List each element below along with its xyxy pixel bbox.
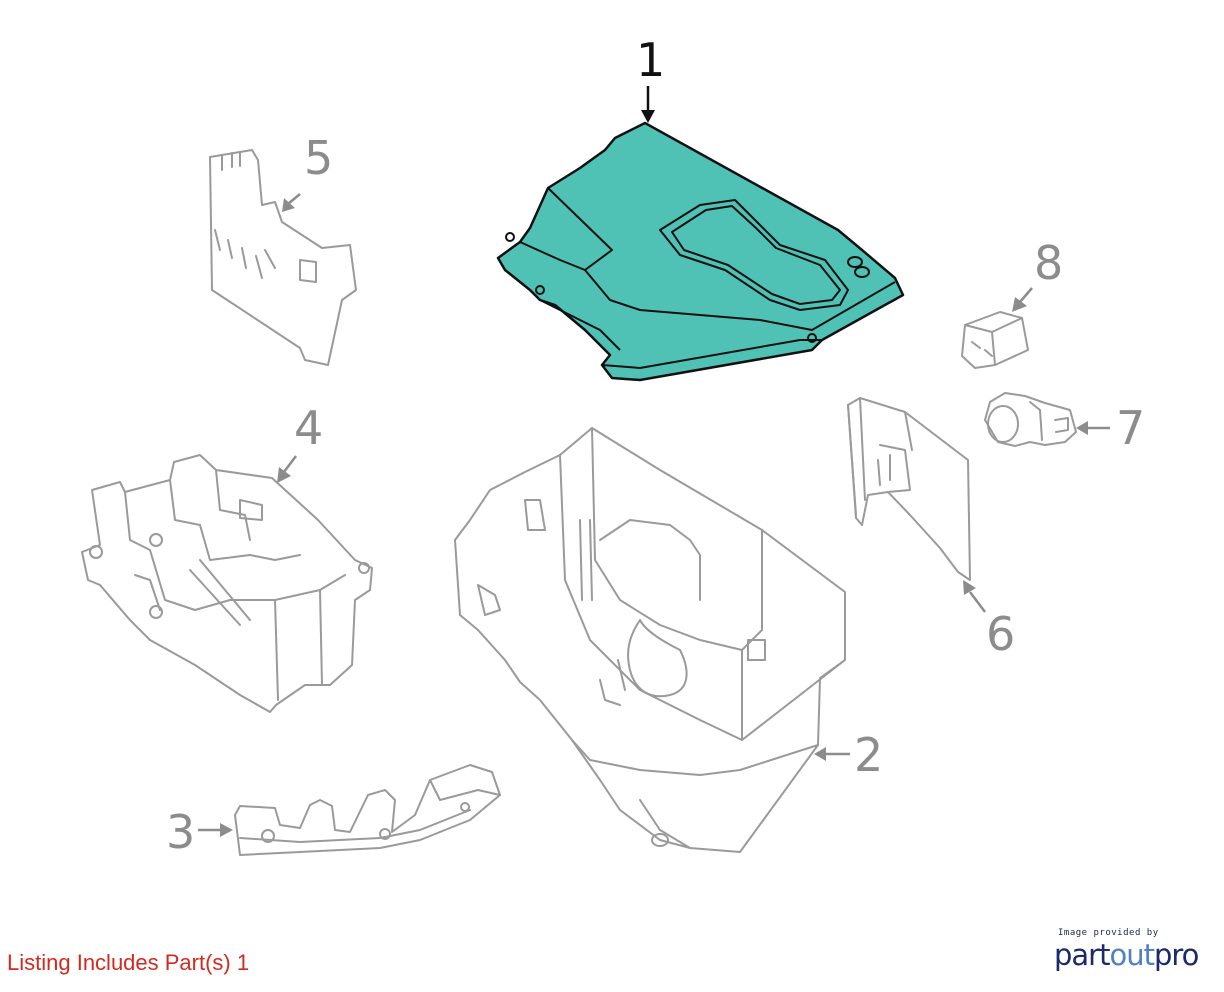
part-2-box bbox=[454, 427, 846, 853]
part-6-panel bbox=[847, 397, 971, 581]
partoutpro-logo: partoutpro bbox=[1054, 938, 1204, 972]
callout-5: 5 bbox=[304, 131, 333, 185]
logo-pro: pro bbox=[1153, 938, 1199, 972]
callout-1: 1 bbox=[636, 33, 665, 87]
callout-6: 6 bbox=[986, 607, 1015, 661]
callout-leaders bbox=[198, 86, 1110, 837]
part-1-cover-body bbox=[496, 121, 905, 382]
part-3-bracket bbox=[234, 764, 501, 856]
credit-caption: Image provided by bbox=[1058, 928, 1159, 938]
callout-8: 8 bbox=[1034, 236, 1063, 290]
callout-4: 4 bbox=[294, 401, 323, 455]
logo-part: part bbox=[1054, 938, 1110, 972]
callout-3: 3 bbox=[166, 805, 195, 859]
listing-note: Listing Includes Part(s) 1 bbox=[7, 950, 250, 975]
part-8-clip bbox=[961, 311, 1029, 369]
image-credit: Image provided by partoutpro bbox=[1054, 928, 1204, 972]
callout-7: 7 bbox=[1116, 401, 1145, 455]
part-1-cover bbox=[496, 121, 905, 382]
part-7-clip bbox=[984, 392, 1077, 447]
part-5-bracket bbox=[209, 149, 357, 366]
part-4-tray bbox=[81, 454, 373, 713]
logo-out: out bbox=[1109, 938, 1154, 972]
callout-2: 2 bbox=[854, 728, 883, 782]
